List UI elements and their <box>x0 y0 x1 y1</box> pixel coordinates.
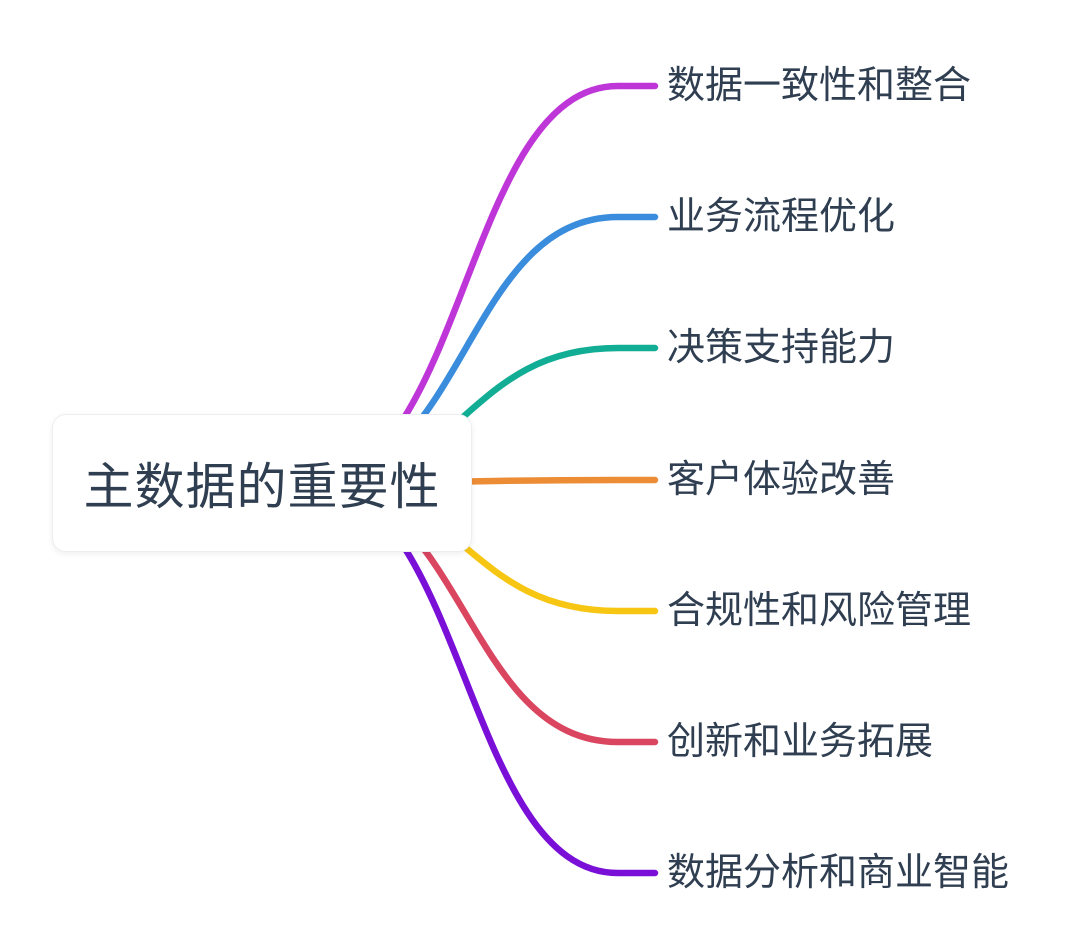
branch-node-1[interactable]: 数据一致性和整合 <box>667 65 972 107</box>
root-node-label: 主数据的重要性 <box>83 459 441 515</box>
root-node[interactable]: 主数据的重要性 <box>52 414 472 552</box>
branch-node-7[interactable]: 数据分析和商业智能 <box>667 852 1010 894</box>
branch-node-3[interactable]: 决策支持能力 <box>667 327 896 369</box>
branch-node-4[interactable]: 客户体验改善 <box>667 459 896 501</box>
branch-node-2[interactable]: 业务流程优化 <box>667 196 896 238</box>
branch-node-5[interactable]: 合规性和风险管理 <box>667 590 972 632</box>
branch-node-6[interactable]: 创新和业务拓展 <box>667 721 934 763</box>
